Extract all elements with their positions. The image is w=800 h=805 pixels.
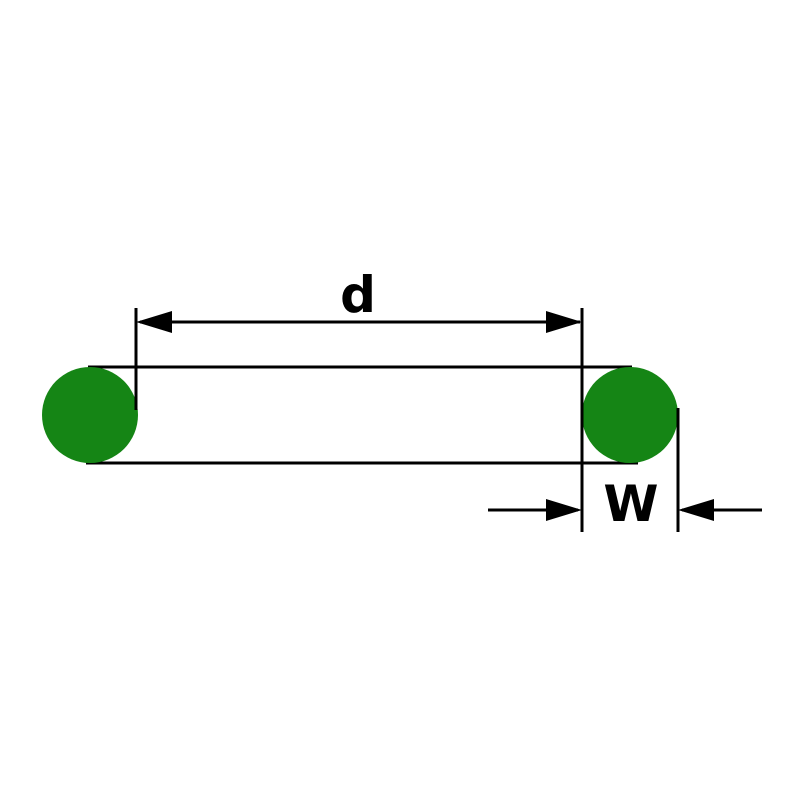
width-label: W xyxy=(603,475,658,533)
oring-right-cross-section xyxy=(582,367,678,463)
oring-left-cross-section xyxy=(42,367,138,463)
w-arrowhead-left-icon xyxy=(546,499,582,521)
w-arrowhead-right-icon xyxy=(678,499,714,521)
d-arrowhead-right-icon xyxy=(546,311,582,333)
diameter-label: d xyxy=(340,266,376,324)
d-arrowhead-left-icon xyxy=(136,311,172,333)
